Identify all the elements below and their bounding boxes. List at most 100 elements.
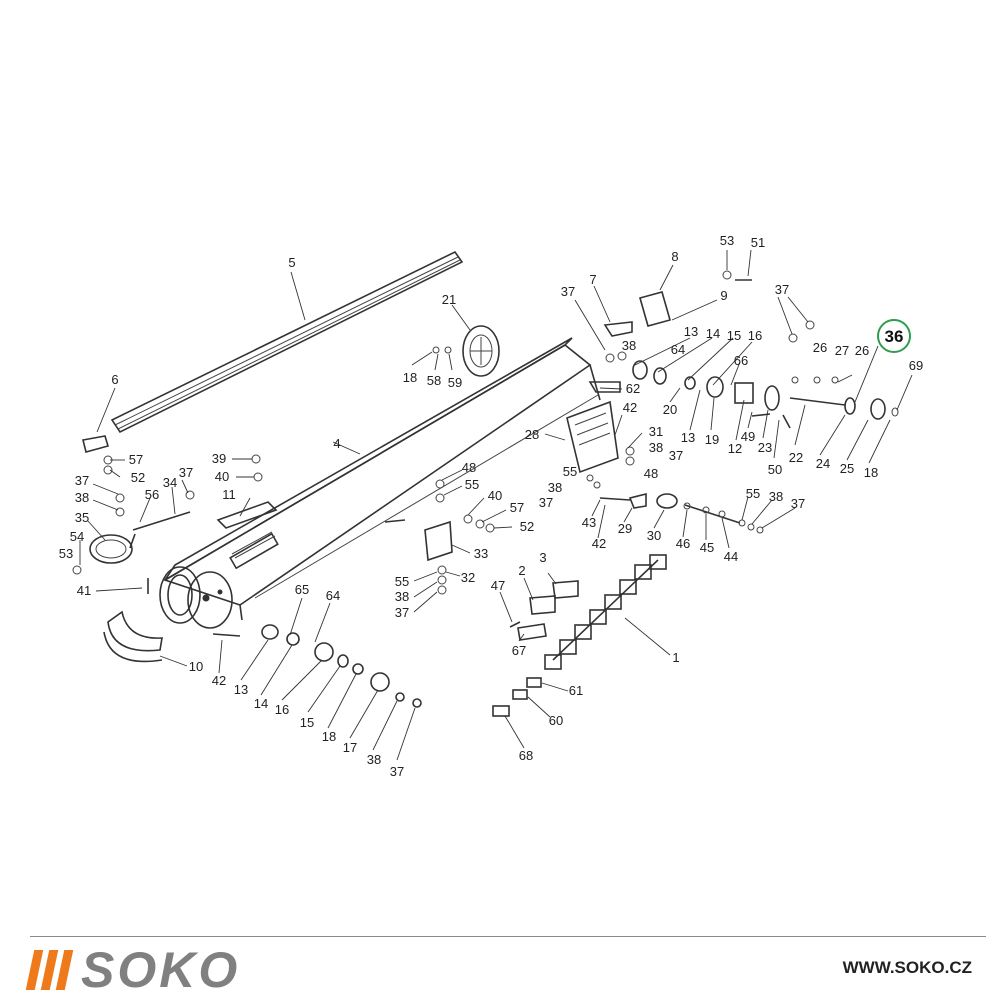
- shaft-drawing: [789, 397, 899, 420]
- part-label: 1: [672, 650, 679, 665]
- part-label: 35: [75, 510, 89, 525]
- part-label: 31: [649, 424, 663, 439]
- part-label: 11: [222, 487, 236, 502]
- bracket-7-drawing: [603, 321, 633, 337]
- part-label: 37: [561, 284, 575, 299]
- part-label: 32: [461, 570, 475, 585]
- bearing-stack-drawing: [632, 360, 780, 411]
- part-label: 18: [322, 729, 336, 744]
- part-label: 53: [59, 546, 73, 561]
- part-label: 39: [212, 451, 226, 466]
- footer-divider: [30, 936, 986, 937]
- plate-drawing: [216, 501, 278, 529]
- part-label: 28: [525, 427, 539, 442]
- part-label: 69: [909, 358, 923, 373]
- part-label: 64: [671, 342, 685, 357]
- part-label: 21: [442, 292, 456, 307]
- long-bolt-drawing: [132, 511, 191, 531]
- part-label: 43: [582, 515, 596, 530]
- part-label: 30: [647, 528, 661, 543]
- plate-3-drawing: [552, 580, 579, 599]
- plate-2-drawing: [529, 595, 556, 615]
- brand-logo[interactable]: SOKO: [25, 942, 241, 998]
- part-label: 14: [706, 326, 720, 341]
- website-link[interactable]: WWW.SOKO.CZ: [842, 958, 972, 977]
- part-label: 64: [326, 588, 340, 603]
- plate-67-drawing: [517, 623, 547, 641]
- part-label: 33: [474, 546, 488, 561]
- part-label: 37: [669, 448, 683, 463]
- part-label: 24: [816, 456, 830, 471]
- drive-pulley-drawing: [462, 325, 500, 377]
- part-label: 37: [179, 465, 193, 480]
- carriage-drawing: [599, 492, 741, 524]
- slider-drawing: [424, 520, 453, 562]
- part-label: 13: [681, 430, 695, 445]
- bracket-drawing: [82, 435, 110, 453]
- part-label: 26: [855, 343, 869, 358]
- part-label: 65: [295, 582, 309, 597]
- part-drawings: [72, 250, 899, 717]
- part-label: 38: [367, 752, 381, 767]
- part-label: 48: [462, 460, 476, 475]
- brand-stripes-icon: [25, 950, 74, 990]
- part-label: 46: [676, 536, 690, 551]
- part-label: 48: [644, 466, 658, 481]
- part-label: 42: [212, 673, 226, 688]
- chain-drawing: [544, 554, 667, 670]
- part-label: 7: [589, 272, 596, 287]
- boom-drawing: [163, 337, 601, 621]
- part-label: 37: [791, 496, 805, 511]
- part-label: 8: [671, 249, 678, 264]
- part-label: 15: [300, 715, 314, 730]
- part-label: 58: [427, 373, 441, 388]
- part-label: 49: [741, 429, 755, 444]
- highlight-circle: [877, 319, 911, 353]
- part-label: 38: [622, 338, 636, 353]
- part-label: 40: [215, 469, 229, 484]
- part-label: 13: [684, 324, 698, 339]
- part-label: 37: [75, 473, 89, 488]
- part-label: 55: [395, 574, 409, 589]
- part-label: 55: [563, 464, 577, 479]
- part-label: 38: [75, 490, 89, 505]
- part-label: 13: [234, 682, 248, 697]
- part-label: 56: [145, 487, 159, 502]
- hardware-drawing: [72, 270, 839, 628]
- brand-name: SOKO: [81, 942, 241, 998]
- exploded-parts-diagram: 36 5 6 57 37 52 38 56 34 37 35 54 53 41 …: [59, 233, 923, 779]
- part-label: 59: [448, 375, 462, 390]
- part-label: 40: [488, 488, 502, 503]
- part-label: 20: [663, 402, 677, 417]
- guard-drawing: [103, 610, 163, 663]
- part-label: 18: [403, 370, 417, 385]
- part-label: 16: [275, 702, 289, 717]
- part-label: 29: [618, 521, 632, 536]
- part-label: 12: [728, 441, 742, 456]
- part-label: 57: [129, 452, 143, 467]
- part-label: 42: [592, 536, 606, 551]
- part-label: 25: [840, 461, 854, 476]
- front-bearing-drawing: [212, 624, 422, 708]
- part-label: 3: [539, 550, 546, 565]
- part-label: 53: [720, 233, 734, 248]
- part-label: 38: [548, 480, 562, 495]
- part-label: 37: [390, 764, 404, 779]
- part-label: 55: [746, 486, 760, 501]
- part-label: 37: [395, 605, 409, 620]
- part-label: 10: [189, 659, 203, 674]
- highlight-label: 36: [885, 327, 904, 346]
- part-label: 51: [751, 235, 765, 250]
- plate-62-drawing: [588, 381, 621, 393]
- part-label: 57: [510, 500, 524, 515]
- part-label: 15: [727, 328, 741, 343]
- part-label: 66: [734, 353, 748, 368]
- part-label: 4: [333, 436, 340, 451]
- part-label: 27: [835, 343, 849, 358]
- frame-drawing: [639, 291, 671, 327]
- part-label: 55: [465, 477, 479, 492]
- part-label: 45: [700, 540, 714, 555]
- part-label: 37: [775, 282, 789, 297]
- part-label: 18: [864, 465, 878, 480]
- part-label: 16: [748, 328, 762, 343]
